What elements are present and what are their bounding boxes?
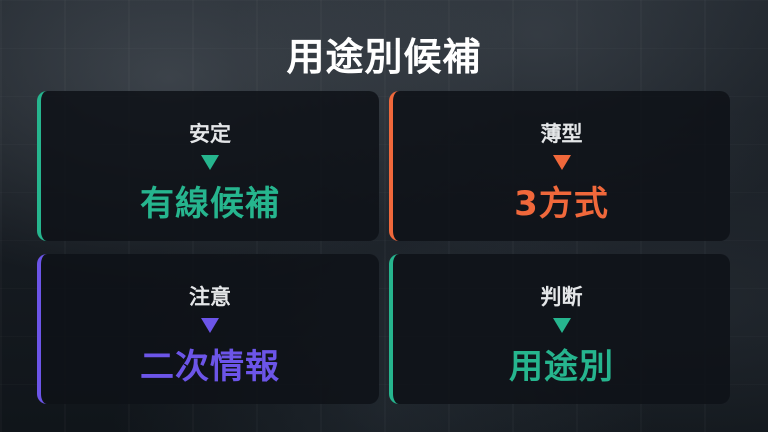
card-label: 注意 — [189, 285, 231, 309]
down-triangle-icon — [552, 318, 571, 333]
card-label: 判断 — [540, 285, 583, 309]
card-value: 二次情報 — [140, 347, 280, 387]
card-label: 薄型 — [540, 122, 583, 146]
card-stable: 安定 有線候補 — [37, 91, 379, 241]
down-triangle-icon — [552, 155, 571, 170]
card-value: 3方式 — [514, 184, 609, 224]
card-thin: 薄型 3方式 — [389, 91, 730, 241]
down-triangle-icon — [201, 155, 219, 170]
card-label: 安定 — [189, 122, 231, 146]
card-value: 有線候補 — [140, 184, 280, 224]
card-caution: 注意 二次情報 — [37, 254, 379, 404]
card-judgment: 判断 用途別 — [389, 254, 730, 404]
page-title: 用途別候補 — [286, 35, 482, 79]
down-triangle-icon — [201, 318, 219, 333]
card-value: 用途別 — [509, 347, 614, 387]
